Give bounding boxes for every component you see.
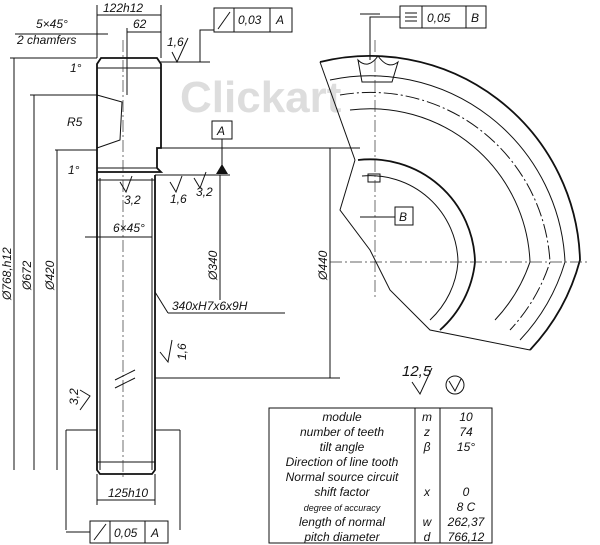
tolerance-frame-1 xyxy=(160,7,293,63)
symbol-cell: d xyxy=(424,530,431,544)
value-cell: 766,12 xyxy=(448,530,485,544)
roughness-2: 3,2 xyxy=(124,193,141,207)
table-row: pitch diameter d 766,12 xyxy=(303,530,484,544)
symbol-cell: x xyxy=(423,485,431,499)
table-row: module m 10 xyxy=(322,410,473,424)
dim-angle-bottom: 1° xyxy=(68,163,80,177)
datum-a-label: A xyxy=(216,124,225,138)
param-cell: number of teeth xyxy=(300,425,384,439)
symbol-cell: z xyxy=(423,425,430,439)
table-row: shift factor x 0 xyxy=(314,485,469,499)
dim-chamfer-6: 6×45° xyxy=(113,221,145,235)
value-cell: 8 C xyxy=(457,500,476,514)
roughness-4: 3,2 xyxy=(196,185,213,199)
roughness-3: 1,6 xyxy=(170,192,187,206)
value-cell: 0 xyxy=(463,485,470,499)
shaft-section xyxy=(96,40,164,480)
dim-angle-top: 1° xyxy=(70,61,82,75)
roughness-1: 1,6 xyxy=(167,35,184,49)
table-row: degree of accuracy 8 C xyxy=(304,500,476,514)
tolerance-3-datum: A xyxy=(150,526,159,540)
param-cell: module xyxy=(322,410,362,424)
dimension-lines xyxy=(10,5,360,530)
param-cell: length of normal xyxy=(299,515,385,529)
table-row: length of normal w 262,37 xyxy=(299,515,486,529)
symbol-cell: β xyxy=(423,440,431,454)
dim-dia-420: Ø420 xyxy=(43,260,57,291)
param-cell: shift factor xyxy=(314,485,370,499)
tolerance-2-value: 0,05 xyxy=(427,11,451,25)
tolerance-2-datum: B xyxy=(471,11,479,25)
dim-dia-768: Ø768,h12 xyxy=(0,247,14,301)
tolerance-frame-2 xyxy=(360,5,487,60)
param-cell: Normal source circuit xyxy=(286,470,399,484)
dim-radius: R5 xyxy=(67,115,83,129)
param-cell: Direction of line tooth xyxy=(286,455,399,469)
dim-dia-340: Ø340 xyxy=(206,250,220,281)
watermark: Clickart xyxy=(180,73,342,122)
tolerance-frame-3 xyxy=(66,520,169,544)
gear-view xyxy=(319,40,590,351)
dim-width-top: 122h12 xyxy=(103,1,143,15)
param-cell: pitch diameter xyxy=(303,530,380,544)
roughness-6: 3,2 xyxy=(67,388,81,405)
datum-a-triangle xyxy=(216,164,228,174)
roughness-general: 12,5 xyxy=(402,363,432,380)
dim-width-62: 62 xyxy=(133,17,147,31)
table-row: Direction of line tooth xyxy=(286,455,399,469)
symbol-cell: w xyxy=(423,515,433,529)
dim-width-bottom: 125h10 xyxy=(108,486,148,500)
value-cell: 10 xyxy=(459,410,473,424)
symbol-cell: m xyxy=(422,410,432,424)
dim-chamfer-note: 2 chamfers xyxy=(16,33,76,47)
value-cell: 262,37 xyxy=(447,515,486,529)
dim-spline: 340xH7x6x9H xyxy=(172,299,248,313)
param-cell: tilt angle xyxy=(320,440,365,454)
dim-chamfer: 5×45° xyxy=(36,17,68,31)
table-row: tilt angle β 15° xyxy=(320,440,476,454)
roughness-5: 1,6 xyxy=(175,343,189,360)
roughness-symbols xyxy=(79,37,465,411)
param-cell: degree of accuracy xyxy=(304,503,381,513)
datum-b-box xyxy=(394,206,414,226)
table-row: number of teeth z 74 xyxy=(300,425,473,439)
table-row: Normal source circuit xyxy=(286,470,399,484)
tolerance-1-value: 0,03 xyxy=(238,13,262,27)
spec-table xyxy=(268,407,493,544)
value-cell: 74 xyxy=(459,425,473,439)
tolerance-1-datum: A xyxy=(275,13,284,27)
datum-b-label: B xyxy=(399,210,407,224)
tolerance-3-value: 0,05 xyxy=(114,526,138,540)
value-cell: 15° xyxy=(457,440,475,454)
dim-dia-440: Ø440 xyxy=(316,250,330,281)
dim-dia-672: Ø672 xyxy=(20,260,34,291)
